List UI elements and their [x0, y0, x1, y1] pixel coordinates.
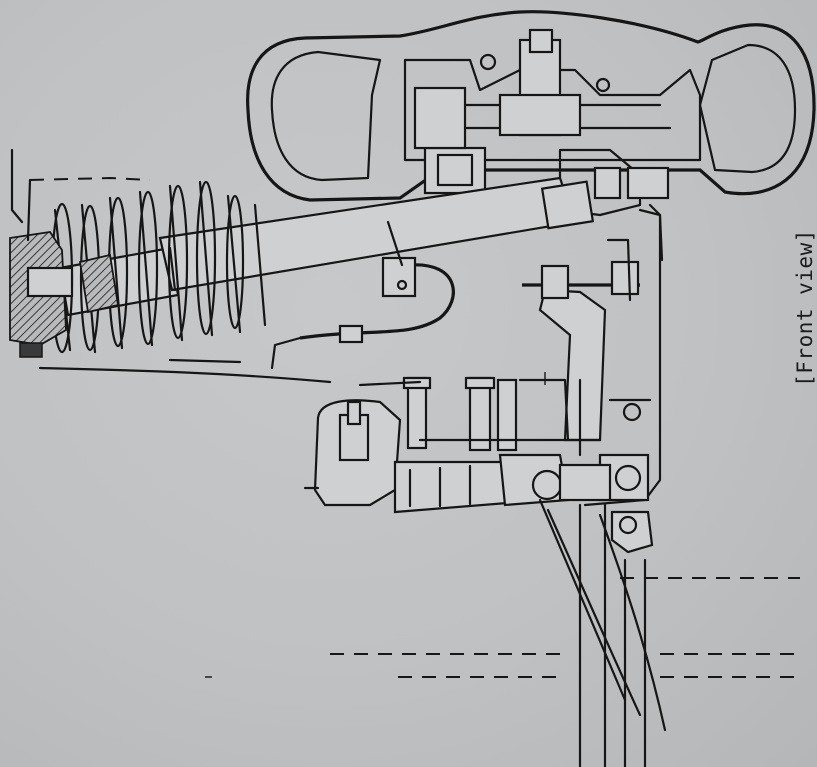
hub-knuckle — [413, 28, 670, 217]
reference-lines — [205, 372, 800, 678]
figure-caption: [Front view] — [793, 229, 817, 387]
lower-arm — [583, 203, 662, 554]
steering-gear — [303, 399, 612, 514]
stabilizer-link — [522, 208, 664, 442]
brake-hose — [270, 220, 455, 370]
strut-top-mount — [9, 148, 332, 384]
frame-rails — [538, 498, 667, 767]
mounting-brackets — [358, 376, 602, 457]
